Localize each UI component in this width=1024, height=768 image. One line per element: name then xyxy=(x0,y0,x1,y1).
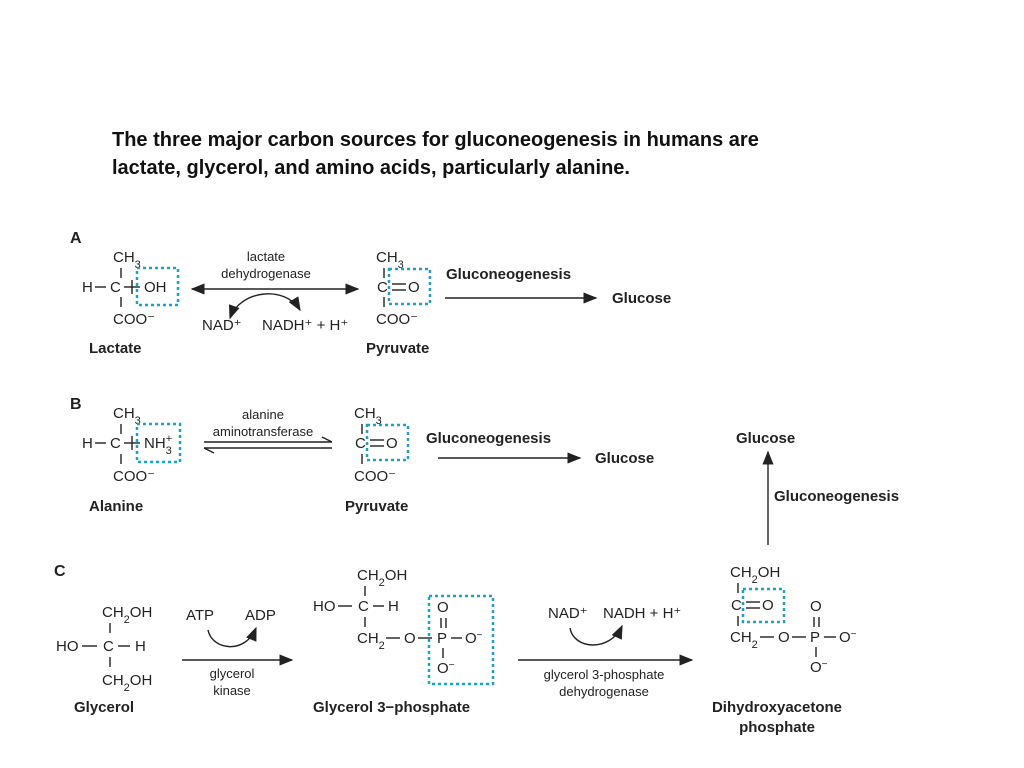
dhap-top: CH2OH xyxy=(730,564,780,586)
caption-line-2: lactate, glycerol, and amino acids, part… xyxy=(112,157,630,179)
glucose-a: Glucose xyxy=(612,290,671,307)
g3p-p: P xyxy=(437,630,447,647)
nad-c: NAD⁺ xyxy=(548,605,588,622)
gluconeogenesis-c: Gluconeogenesis xyxy=(774,488,899,505)
alanine-amino-highlight-box xyxy=(135,422,182,464)
lactate-oh-highlight-box xyxy=(135,266,180,307)
panel-c-label: C xyxy=(54,563,66,580)
pyruvate-b-c: C xyxy=(355,435,366,452)
pyruvate-b-carbonyl-box xyxy=(365,423,410,462)
panel-b: B CH3 H C NH3+ COO⁻ Alanine alanine amin… xyxy=(70,396,654,515)
panel-a: A CH3 H C OH COO⁻ Lactate lactate dehydr… xyxy=(70,230,671,357)
glucose-c: Glucose xyxy=(736,430,795,447)
pyruvate-b-coo: COO⁻ xyxy=(354,468,396,485)
dhap-structure: CH2OH C O CH2 O O P O− O− Dihydroxyaceto… xyxy=(712,564,857,736)
g3p-right-o: O− xyxy=(465,630,483,648)
dhap-p: P xyxy=(810,629,820,646)
pyruvate-a-carbonyl-box xyxy=(387,267,432,306)
g3p-ester-o: O xyxy=(404,630,416,647)
ldh-cofactor-curve xyxy=(228,293,301,320)
caption-line-1: The three major carbon sources for gluco… xyxy=(112,129,759,151)
alt-equilibrium-arrows xyxy=(203,436,333,454)
glycerol-top: CH2OH xyxy=(102,604,152,626)
alt-label-2: aminotransferase xyxy=(213,424,313,439)
alt-label-1: alanine xyxy=(242,407,284,422)
alanine-name: Alanine xyxy=(89,498,143,515)
g3p-h: H xyxy=(388,598,399,615)
nadh-c: NADH + H⁺ xyxy=(603,605,681,622)
glycerol-name: Glycerol xyxy=(74,699,134,716)
glycerol-ho: HO xyxy=(56,638,79,655)
nadh-a: NADH⁺ + H⁺ xyxy=(262,317,348,334)
atp-adp-curve xyxy=(207,626,257,648)
alanine-structure: CH3 H C NH3+ COO⁻ Alanine xyxy=(82,405,182,515)
lactate-coo: COO⁻ xyxy=(113,311,155,328)
glycerol-structure: CH2OH HO C H CH2OH Glycerol xyxy=(56,604,152,716)
g3p-name: Glycerol 3−phosphate xyxy=(313,699,470,716)
glycerol-c: C xyxy=(103,638,114,655)
dhap-bottom-o: O− xyxy=(810,659,828,677)
panel-c: C CH2OH HO C H CH2OH Glycerol ATP ADP gl… xyxy=(54,430,899,736)
glycerol-h: H xyxy=(135,638,146,655)
alanine-nh3: NH3+ xyxy=(144,433,172,457)
pyruvate-b-structure: CH3 C O COO⁻ Pyruvate xyxy=(345,405,410,515)
pyruvate-a-c: C xyxy=(377,279,388,296)
dhap-carbonyl-box xyxy=(741,587,786,624)
g3p-ch2: CH2 xyxy=(357,630,385,652)
ldh-label-2: dehydrogenase xyxy=(221,266,311,281)
pyruvate-a-name: Pyruvate xyxy=(366,340,429,357)
glucose-b: Glucose xyxy=(595,450,654,467)
pyruvate-a-coo: COO⁻ xyxy=(376,311,418,328)
glycerol-3-phosphate-structure: CH2OH HO C H CH2 O O P O− O− Glycerol 3−… xyxy=(313,567,495,716)
g3p-phosphate-highlight-box xyxy=(427,594,495,686)
glycerol-bottom: CH2OH xyxy=(102,672,152,694)
glycerol-kinase-label-1: glycerol xyxy=(210,666,255,681)
lactate-name: Lactate xyxy=(89,340,142,357)
pyruvate-b-ch3: CH3 xyxy=(354,405,382,427)
dhap-name-1: Dihydroxyacetone xyxy=(712,699,842,716)
dhap-ch2: CH2 xyxy=(730,629,758,651)
dhap-c: C xyxy=(731,597,742,614)
pyruvate-a-structure: CH3 C O COO⁻ Pyruvate xyxy=(366,249,432,357)
dhap-carbonyl-o: O xyxy=(762,597,774,614)
lactate-h: H xyxy=(82,279,93,296)
atp: ATP xyxy=(186,607,214,624)
ldh-label-1: lactate xyxy=(247,249,285,264)
lactate-structure: CH3 H C OH COO⁻ Lactate xyxy=(82,249,180,357)
nad-a: NAD⁺ xyxy=(202,317,242,334)
g3p-c: C xyxy=(358,598,369,615)
pyruvate-b-o: O xyxy=(386,435,398,452)
g3p-top: CH2OH xyxy=(357,567,407,589)
glycerol-kinase-label-2: kinase xyxy=(213,683,251,698)
caption: The three major carbon sources for gluco… xyxy=(112,126,872,182)
lactate-oh: OH xyxy=(144,279,167,296)
pyruvate-b-name: Pyruvate xyxy=(345,498,408,515)
alanine-coo: COO⁻ xyxy=(113,468,155,485)
lactate-c: C xyxy=(110,279,121,296)
lactate-ch3: CH3 xyxy=(113,249,141,271)
nad-nadh-curve xyxy=(569,624,623,646)
gluconeogenesis-a: Gluconeogenesis xyxy=(446,266,571,283)
panel-a-label: A xyxy=(70,230,82,247)
g3p-ho: HO xyxy=(313,598,336,615)
g3pdh-label-2: dehydrogenase xyxy=(559,684,649,699)
alanine-ch3: CH3 xyxy=(113,405,141,427)
alanine-c: C xyxy=(110,435,121,452)
dhap-name-2: phosphate xyxy=(739,719,815,736)
g3p-bottom-o: O− xyxy=(437,660,455,678)
pyruvate-a-o: O xyxy=(408,279,420,296)
adp: ADP xyxy=(245,607,276,624)
dhap-ester-o: O xyxy=(778,629,790,646)
g3p-phosphate-top-o: O xyxy=(437,599,449,616)
pyruvate-a-ch3: CH3 xyxy=(376,249,404,271)
g3pdh-label-1: glycerol 3-phosphate xyxy=(544,667,665,682)
panel-b-label: B xyxy=(70,396,82,413)
dhap-right-o: O− xyxy=(839,629,857,647)
gluconeogenesis-b: Gluconeogenesis xyxy=(426,430,551,447)
dhap-phosphate-top-o: O xyxy=(810,598,822,615)
alanine-h: H xyxy=(82,435,93,452)
